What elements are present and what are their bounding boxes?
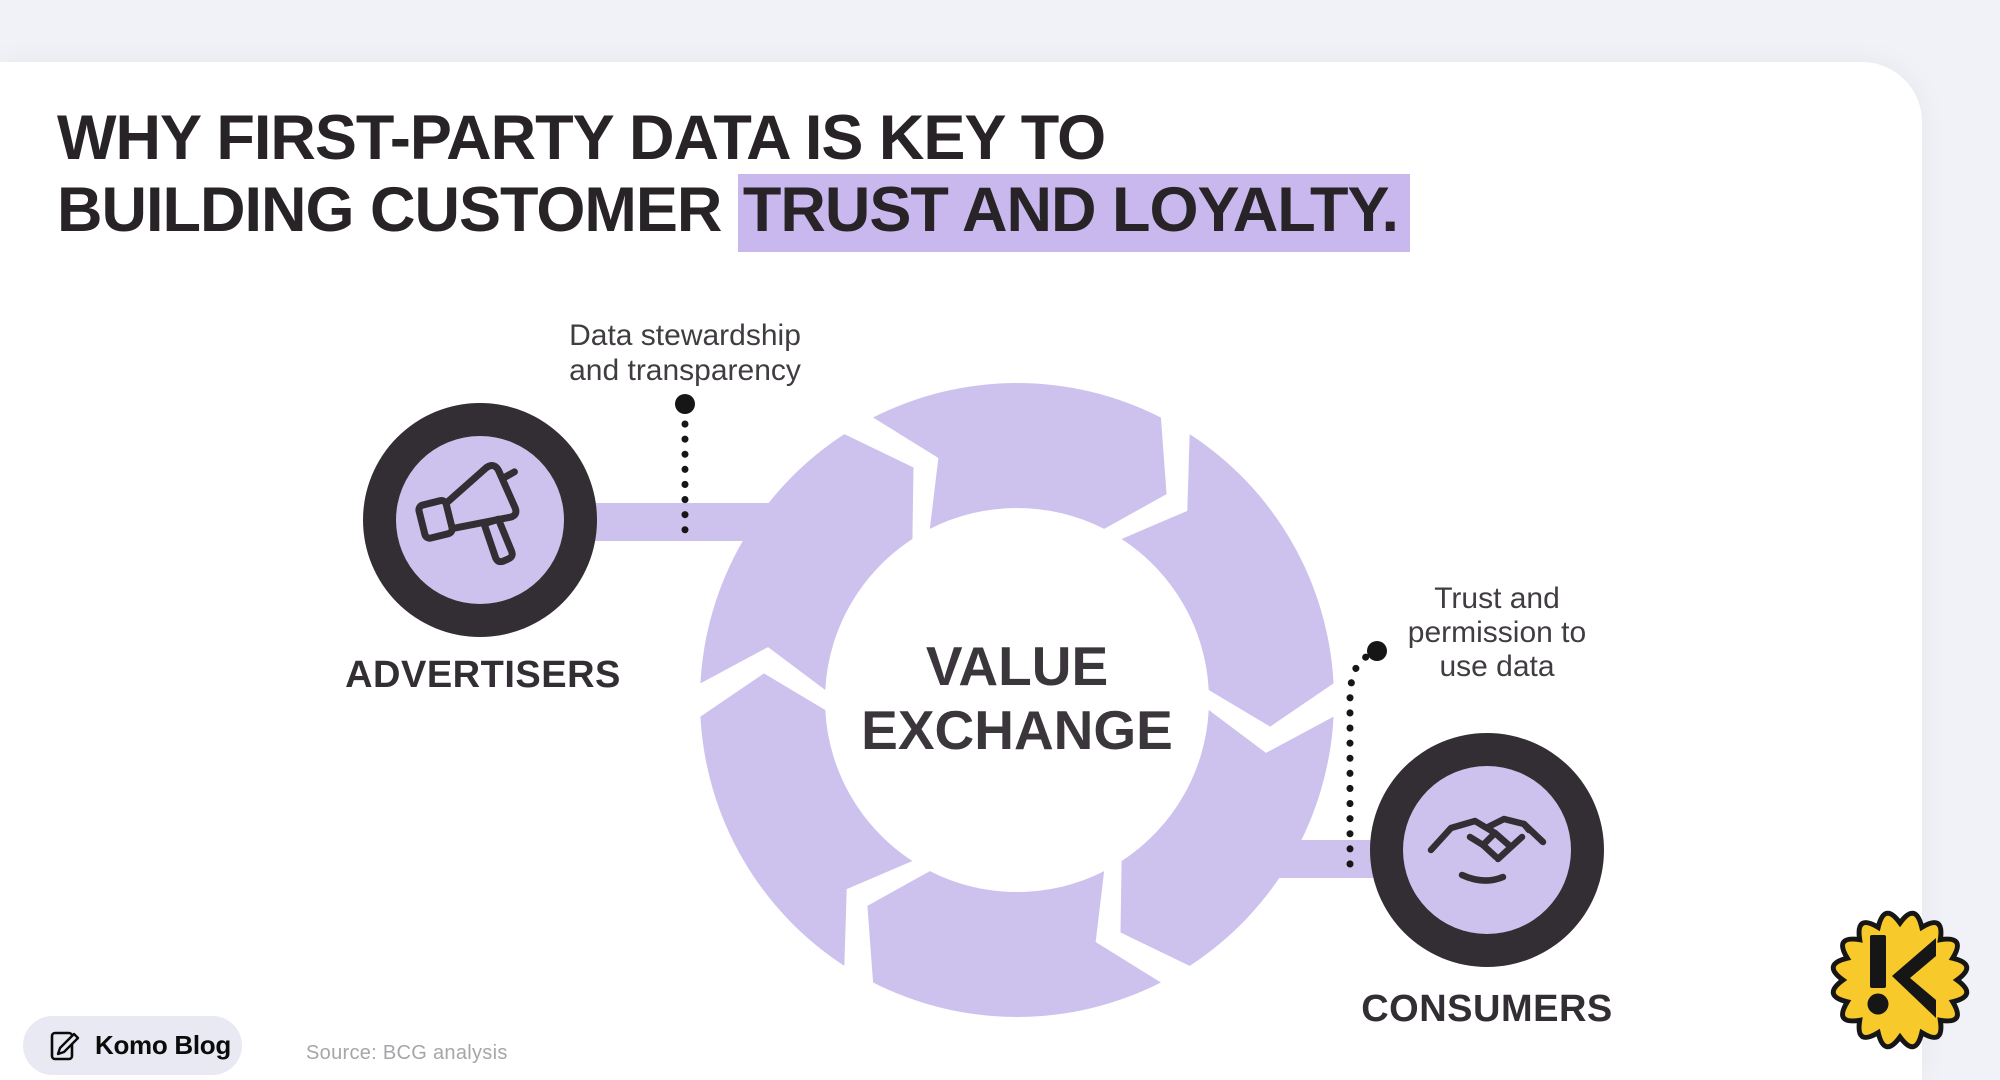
komo-seal-logo: [1830, 910, 1970, 1050]
center-label-line-1: VALUE: [925, 635, 1109, 697]
source-text: Source: BCG analysis: [306, 1042, 508, 1064]
advertisers-note-line-2: and transparency: [569, 354, 801, 387]
consumers-node: [1370, 733, 1604, 967]
consumers-note-line-2: permission to: [1407, 616, 1587, 649]
title-highlight: TRUST AND LOYALTY.: [737, 174, 1411, 252]
consumers-note-line-3: use data: [1439, 650, 1555, 683]
cycle-arrow-segment: [1121, 434, 1334, 727]
center-label: VALUE EXCHANGE: [817, 634, 1217, 762]
consumers-note-line-1: Trust and: [1434, 582, 1560, 615]
consumers-leader-line: [1346, 641, 1387, 868]
komo-blog-badge[interactable]: Komo Blog: [23, 1016, 242, 1075]
consumers-label: CONSUMERS: [1361, 988, 1613, 1030]
leader-dot-consumers: [1367, 641, 1387, 661]
advertisers-node: [363, 403, 597, 637]
advertisers-label: ADVERTISERS: [345, 654, 621, 696]
komo-blog-label: Komo Blog: [95, 1030, 231, 1060]
consumers-note: Trust and permission to use data: [1372, 582, 1622, 684]
cycle-arrow-segment: [700, 434, 914, 690]
center-label-line-2: EXCHANGE: [861, 699, 1173, 761]
cycle-arrow-segment: [867, 871, 1161, 1018]
cycle-arrow-segment: [1120, 710, 1334, 966]
komo-k-mark: [1867, 935, 1936, 1018]
title-line-2: BUILDING CUSTOMER TRUST AND LOYALTY.: [57, 174, 1411, 252]
handshake-icon: [1427, 815, 1547, 884]
title-line-1: WHY FIRST-PARTY DATA IS KEY TO: [57, 103, 1106, 173]
cycle-arrow-segment: [700, 673, 913, 966]
value-exchange-cycle-ring: [700, 383, 1334, 1018]
page-title: WHY FIRST-PARTY DATA IS KEY TO BUILDING …: [57, 102, 1411, 252]
note-pen-icon: [50, 1031, 80, 1060]
advertisers-leader-line: [675, 394, 695, 542]
advertisers-note-line-1: Data stewardship: [569, 319, 801, 352]
advertisers-note: Data stewardship and transparency: [535, 318, 835, 388]
title-line-2-prefix: BUILDING CUSTOMER: [57, 175, 738, 245]
cycle-arrow-segment: [873, 383, 1167, 529]
megaphone-icon: [415, 462, 520, 566]
leader-dot-advertisers: [675, 394, 695, 414]
